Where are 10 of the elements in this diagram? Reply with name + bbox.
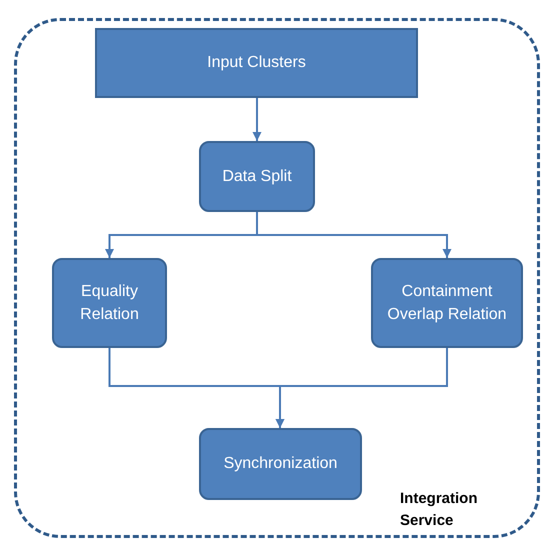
process-box: Containment Overlap Relation [371,258,523,348]
arrow [256,212,452,258]
process-box: Synchronization [199,428,362,500]
arrow [276,348,448,428]
group-container [14,18,540,538]
process-box: Data Split [199,141,315,212]
process-box: Equality Relation [52,258,167,348]
process-box: Input Clusters [95,28,418,98]
arrow [252,98,262,141]
group-title: Integration Service [400,489,478,531]
